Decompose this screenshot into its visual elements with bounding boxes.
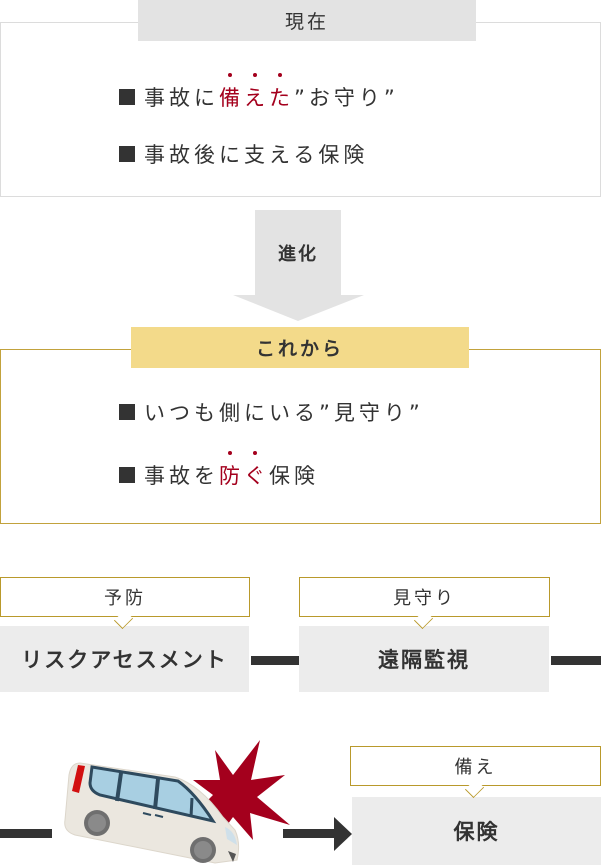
connector-line bbox=[0, 829, 52, 838]
evolution-label: 進化 bbox=[278, 244, 318, 265]
arrow-line bbox=[283, 829, 335, 838]
emphasis-char: え bbox=[244, 73, 269, 112]
emphasis-char: 防 bbox=[219, 451, 244, 490]
step-insurance: 保険 bbox=[352, 797, 601, 865]
current-line-2: 事故後に支える保険 bbox=[119, 139, 368, 169]
down-arrow-icon bbox=[233, 295, 364, 321]
tag-watch: 見守り bbox=[299, 577, 550, 617]
emphasis-char: た bbox=[269, 73, 294, 112]
bullet-square-icon bbox=[119, 404, 135, 420]
right-arrow-icon bbox=[334, 817, 352, 851]
future-line-2: 事故を 防 ぐ 保険 bbox=[119, 451, 319, 490]
step-remote-monitoring: 遠隔監視 bbox=[299, 626, 549, 692]
future-line-1: いつも側にいる”見守り” bbox=[119, 397, 424, 427]
tag-prevention: 予防 bbox=[0, 577, 250, 617]
future-label: これから bbox=[131, 327, 469, 368]
evolution-arrow: 進化 bbox=[255, 210, 341, 296]
step-risk-assessment: リスクアセスメント bbox=[0, 626, 249, 692]
future-box bbox=[0, 349, 601, 524]
bullet-square-icon bbox=[119, 146, 135, 162]
connector-line bbox=[551, 656, 601, 665]
current-label: 現在 bbox=[138, 0, 476, 41]
emphasis-char: 備 bbox=[219, 73, 244, 112]
current-line-1: 事故に 備 え た ”お守り” bbox=[119, 73, 399, 112]
bullet-square-icon bbox=[119, 467, 135, 483]
car-crash-icon bbox=[64, 740, 290, 864]
connector-line bbox=[251, 656, 299, 665]
emphasis-char: ぐ bbox=[244, 451, 269, 490]
bullet-square-icon bbox=[119, 89, 135, 105]
tag-preparation: 備え bbox=[350, 746, 601, 786]
